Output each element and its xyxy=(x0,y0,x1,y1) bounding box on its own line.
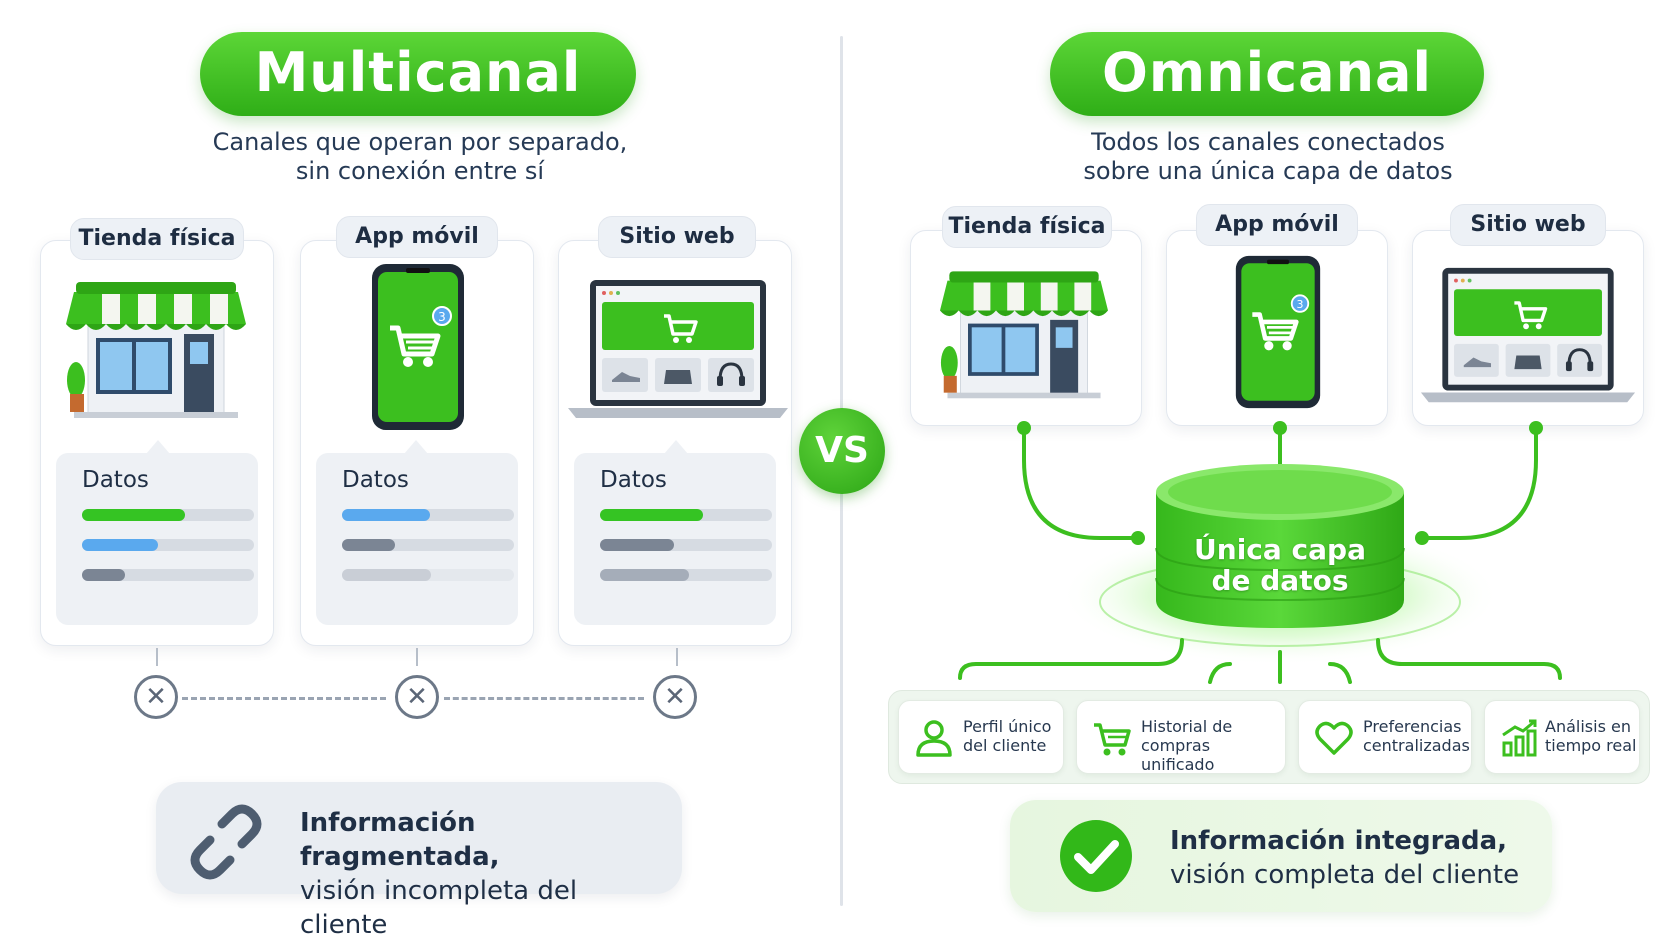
feature-preferencias: Preferencias centralizadas xyxy=(1298,700,1472,774)
fragmented-summary-text: Información fragmentada, visión incomple… xyxy=(300,806,672,940)
multicanal-subtitle-line-2: sin conexión entre sí xyxy=(295,157,545,185)
feature-text: Perfil único del cliente xyxy=(963,717,1051,755)
omnicanal-subtitle-line-1: Todos los canales conectados xyxy=(1091,128,1445,156)
heart-icon xyxy=(1315,721,1353,755)
cart-badge-count: 3 xyxy=(1297,298,1304,311)
dashed-connector xyxy=(444,697,644,700)
fragmented-summary-line-2: visión incompleta del cliente xyxy=(300,876,578,940)
dashed-connector xyxy=(182,697,386,700)
integrated-summary-line-1: Información integrada, xyxy=(1170,826,1508,856)
smartphone-icon: 3 xyxy=(372,264,464,430)
data-bar-fill xyxy=(600,509,704,521)
data-bar-fill xyxy=(82,509,186,521)
data-bar-fill xyxy=(82,569,125,581)
feature-line: Perfil único xyxy=(963,717,1052,736)
feature-analisis: Análisis en tiempo real xyxy=(1484,700,1640,774)
broken-link-icon xyxy=(190,804,262,880)
fragmented-summary: Información fragmentada, visión incomple… xyxy=(156,782,682,940)
smartphone-icon: 3 xyxy=(1235,255,1321,409)
feature-historial-compras: Historial de compras unificado xyxy=(1076,700,1286,774)
omnicanal-subtitle-line-2: sobre una única capa de datos xyxy=(1083,157,1453,185)
feature-text: Preferencias centralizadas xyxy=(1363,717,1470,755)
omni-tab-tienda-fisica: Tienda física xyxy=(942,206,1112,248)
feature-line: tiempo real xyxy=(1545,736,1637,755)
hub-label: Única capa de datos xyxy=(1176,534,1384,596)
data-bar-fill xyxy=(342,539,396,551)
feature-text: Análisis en tiempo real xyxy=(1545,717,1637,755)
data-bar xyxy=(82,569,254,581)
feature-line: del cliente xyxy=(963,736,1047,755)
feature-line: Análisis en xyxy=(1545,717,1631,736)
channel-tab-tienda-fisica: Tienda física xyxy=(70,218,244,260)
data-bar xyxy=(600,539,772,551)
data-panel-app-movil: Datos xyxy=(316,453,518,625)
channel-tab-sitio-web: Sitio web xyxy=(598,216,756,258)
multicanal-subtitle: Canales que operan por separado, sin con… xyxy=(170,128,670,186)
data-bar-fill xyxy=(342,509,430,521)
store-icon xyxy=(66,282,246,418)
x-circle-icon: ✕ xyxy=(653,675,697,719)
feature-line: Preferencias xyxy=(1363,717,1462,736)
data-bar xyxy=(342,569,514,581)
data-bar xyxy=(600,569,772,581)
cart-icon xyxy=(1094,723,1131,756)
pointer-notch xyxy=(404,440,428,454)
connector-tick xyxy=(156,648,158,666)
data-bar-fill xyxy=(600,539,674,551)
data-bar xyxy=(600,509,772,521)
data-bar-fill xyxy=(82,539,158,551)
vs-badge: VS xyxy=(799,408,885,494)
hub-label-line-1: Única capa xyxy=(1194,533,1366,566)
pointer-notch xyxy=(146,440,170,454)
check-circle-icon xyxy=(1060,820,1132,892)
data-label: Datos xyxy=(600,467,667,493)
laptop-icon xyxy=(568,280,788,418)
data-bar xyxy=(342,509,514,521)
chart-icon xyxy=(1502,719,1537,757)
integrated-summary: Información integrada, visión completa d… xyxy=(1010,800,1552,912)
x-circle-icon: ✕ xyxy=(395,675,439,719)
data-label: Datos xyxy=(82,467,149,493)
laptop-icon xyxy=(1420,267,1636,403)
data-bar-fill xyxy=(342,569,432,581)
feature-line: compras unificado xyxy=(1141,736,1215,774)
x-circle-icon: ✕ xyxy=(134,675,178,719)
integrated-summary-text: Información integrada, visión completa d… xyxy=(1170,824,1542,892)
feature-text: Historial de compras unificado xyxy=(1141,717,1285,774)
multicanal-title: Multicanal xyxy=(200,32,636,116)
data-bar xyxy=(82,509,254,521)
omni-tab-app-movil: App móvil xyxy=(1196,204,1358,246)
data-panel-sitio-web: Datos xyxy=(574,453,776,625)
data-bar xyxy=(82,539,254,551)
connector-tick xyxy=(676,648,678,666)
data-bar xyxy=(342,539,514,551)
hub-label-line-2: de datos xyxy=(1211,564,1349,597)
integrated-summary-line-2: visión completa del cliente xyxy=(1170,860,1520,890)
data-hub xyxy=(958,421,1562,684)
pointer-notch xyxy=(664,440,688,454)
channel-tab-app-movil: App móvil xyxy=(336,216,498,258)
cart-badge-count: 3 xyxy=(438,310,446,324)
omni-tab-sitio-web: Sitio web xyxy=(1450,204,1606,246)
omnicanal-title: Omnicanal xyxy=(1050,32,1484,116)
data-panel-tienda-fisica: Datos xyxy=(56,453,258,625)
fragmented-summary-line-1: Información fragmentada, xyxy=(300,808,500,872)
omnicanal-subtitle: Todos los canales conectados sobre una ú… xyxy=(1018,128,1518,186)
feature-perfil-unico: Perfil único del cliente xyxy=(898,700,1064,774)
store-icon xyxy=(940,271,1108,399)
feature-line: Historial de xyxy=(1141,717,1233,736)
connector-tick xyxy=(416,648,418,666)
data-bar-fill xyxy=(600,569,690,581)
user-icon xyxy=(916,720,952,757)
data-label: Datos xyxy=(342,467,409,493)
multicanal-subtitle-line-1: Canales que operan por separado, xyxy=(212,128,628,156)
feature-line: centralizadas xyxy=(1363,736,1470,755)
